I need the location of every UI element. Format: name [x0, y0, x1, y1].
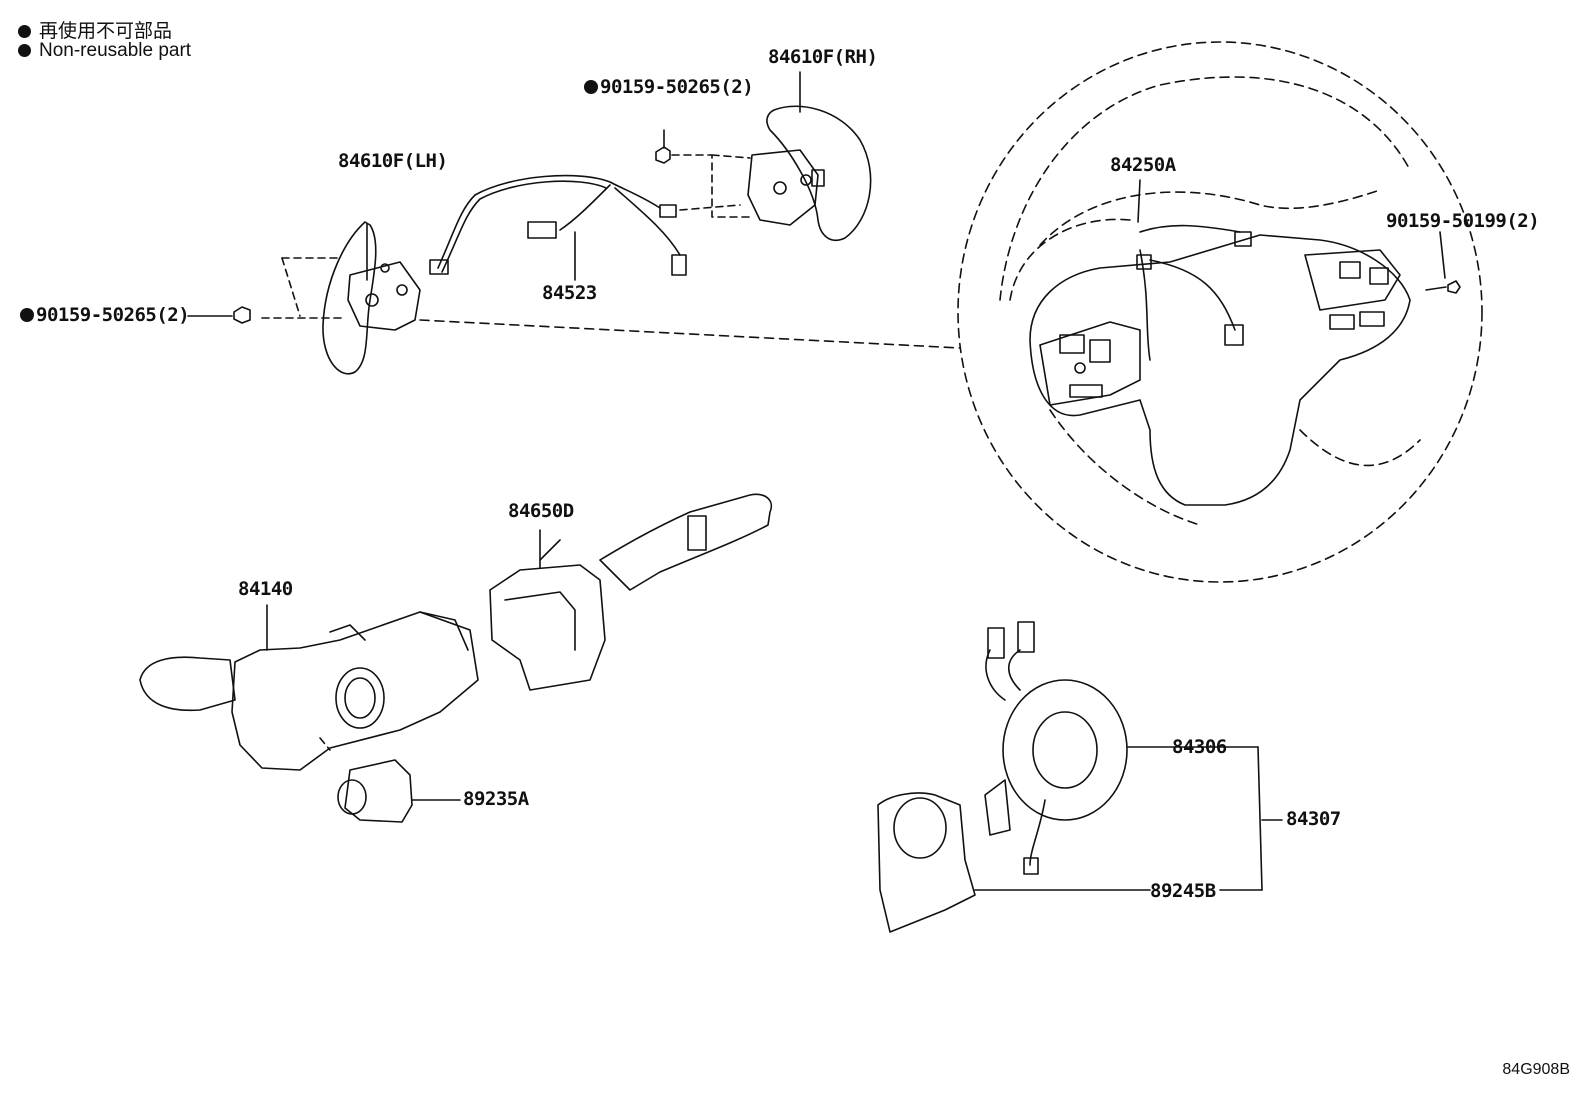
paddle-rh-drawing	[656, 106, 871, 240]
label-screw-left-text: 90159-50265(2)	[36, 304, 190, 326]
label-screw-top[interactable]: 90159-50265(2)	[584, 76, 754, 98]
label-84306[interactable]: 84306	[1172, 736, 1227, 758]
label-84610f-rh[interactable]: 84610F(RH)	[768, 46, 878, 68]
wiper-switch-drawing	[490, 494, 771, 690]
label-84650d[interactable]: 84650D	[508, 500, 574, 522]
leader-lines	[800, 72, 1445, 278]
label-84250a[interactable]: 84250A	[1110, 154, 1176, 176]
legend-line-2: Non-reusable part	[18, 40, 191, 62]
label-screw-right[interactable]: 90159-50199(2)	[1386, 210, 1540, 232]
non-reusable-icon	[584, 80, 598, 94]
label-screw-left[interactable]: 90159-50265(2)	[20, 304, 190, 326]
label-84307[interactable]: 84307	[1286, 808, 1341, 830]
label-89235a[interactable]: 89235A	[463, 788, 529, 810]
label-89245b[interactable]: 89245B	[1150, 880, 1216, 902]
ignition-switch-drawing	[338, 760, 460, 822]
legend-text-2: Non-reusable part	[39, 40, 192, 61]
diagram-code: 84G908B	[1502, 1061, 1570, 1078]
bullet-icon	[18, 25, 31, 38]
legend-text-1: 再使用不可部品	[39, 21, 173, 42]
non-reusable-icon	[20, 308, 34, 322]
bullet-icon	[18, 44, 31, 57]
wire-harness-drawing	[430, 176, 740, 280]
label-screw-top-text: 90159-50265(2)	[600, 76, 754, 98]
steering-wheel-drawing	[958, 42, 1482, 582]
turn-switch-drawing	[140, 605, 478, 770]
spiral-cable-drawing	[985, 622, 1282, 890]
label-84140[interactable]: 84140	[238, 578, 293, 600]
label-84610f-lh[interactable]: 84610F(LH)	[338, 150, 448, 172]
legend-line-1: 再使用不可部品	[18, 16, 172, 43]
paddle-lh-drawing	[188, 222, 960, 374]
angle-sensor-drawing	[878, 793, 1262, 932]
label-84523[interactable]: 84523	[542, 282, 597, 304]
